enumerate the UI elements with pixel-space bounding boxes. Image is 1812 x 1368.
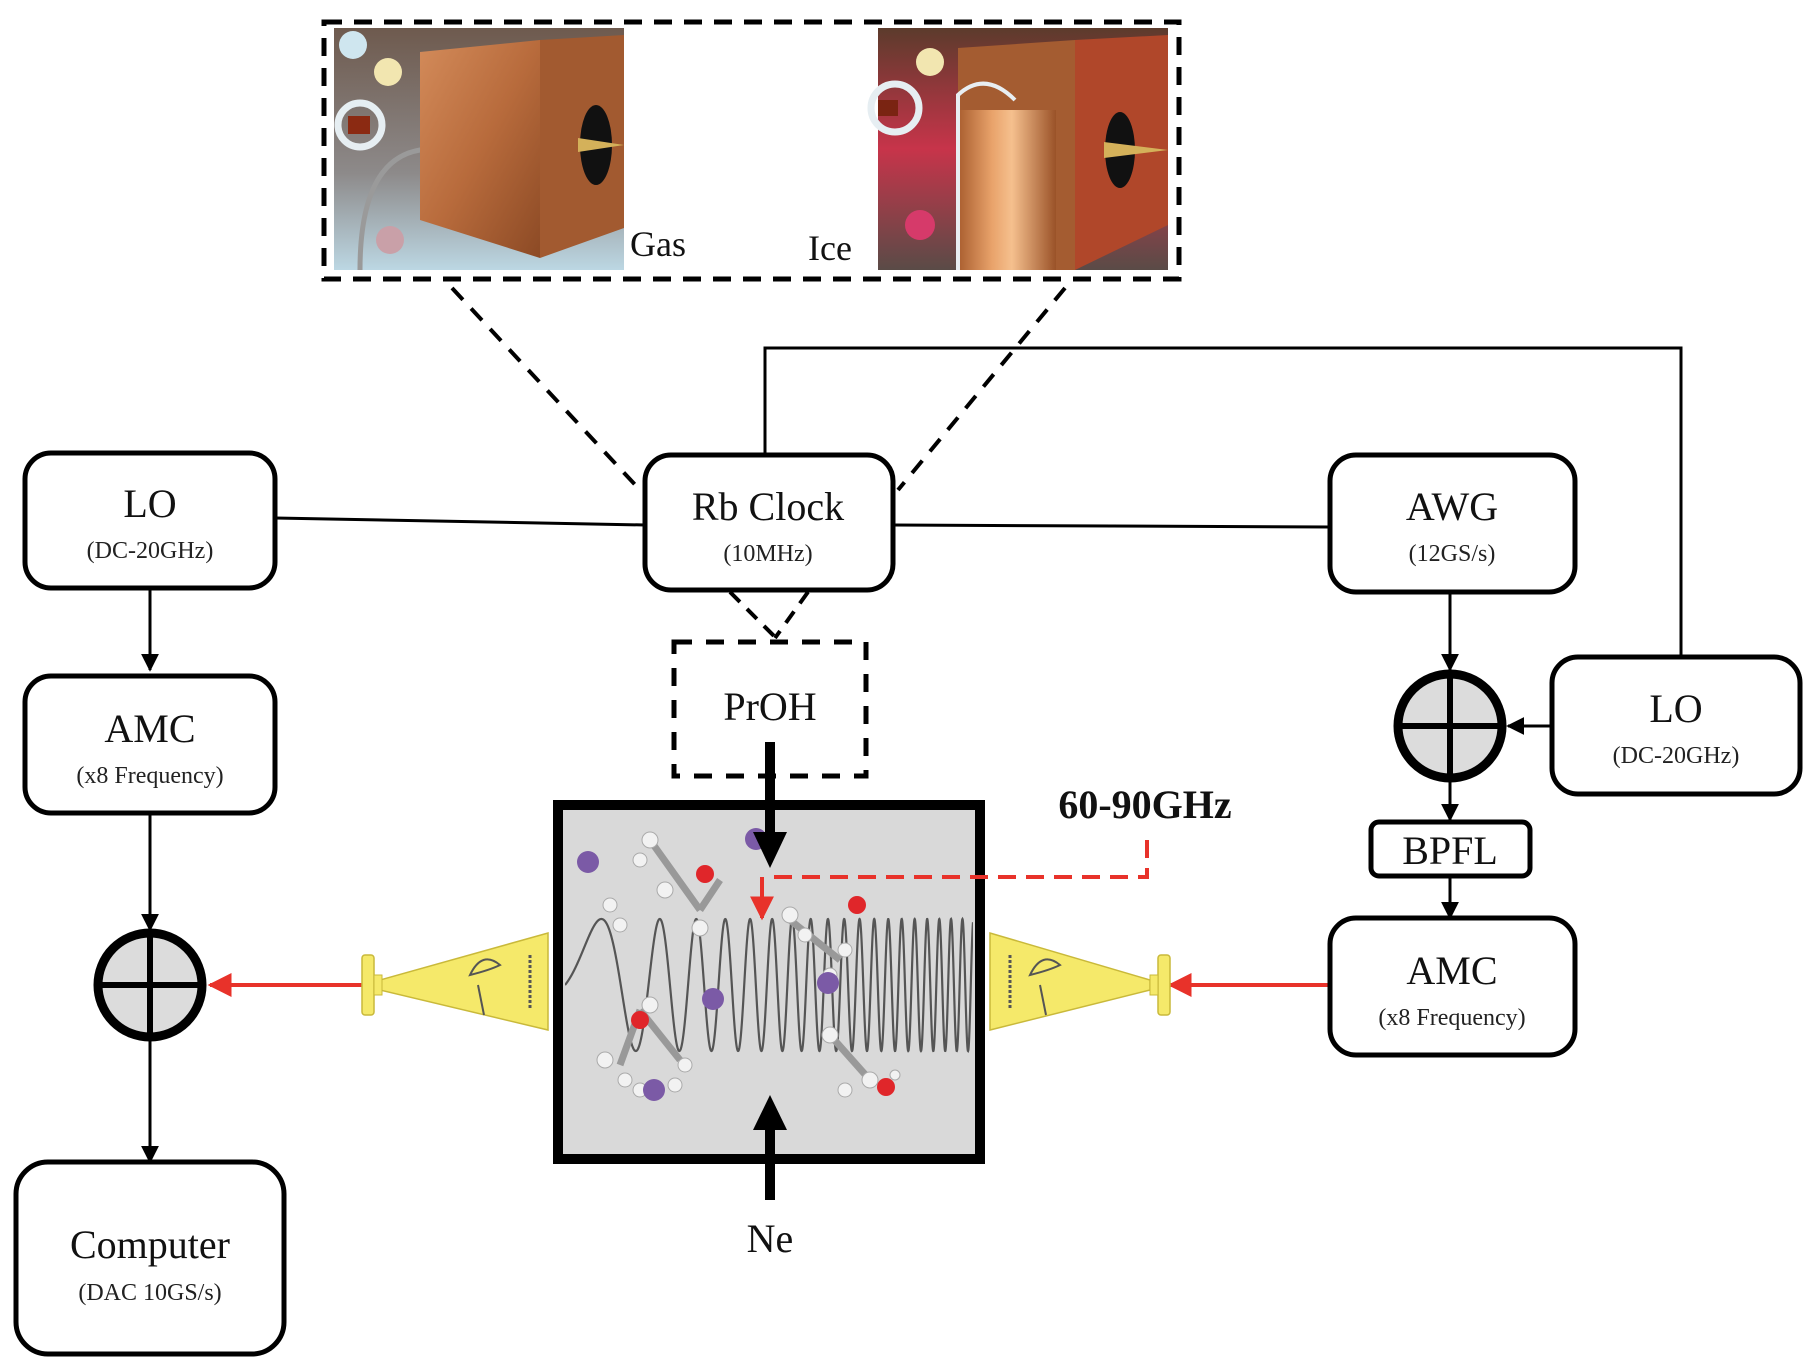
- lo-right-title: LO: [1649, 686, 1702, 731]
- awg-subtitle: (12GS/s): [1409, 541, 1496, 567]
- awg-title: AWG: [1406, 484, 1498, 529]
- dashed-rb-proh-left: [728, 590, 782, 644]
- horn-antenna-right-icon: [989, 931, 1171, 1031]
- block-awg: AWG (12GS/s): [1327, 452, 1578, 595]
- gas-label: Gas: [630, 224, 686, 264]
- computer-subtitle: (DAC 10GS/s): [78, 1280, 221, 1306]
- block-amc-right: AMC (x8 Frequency): [1327, 915, 1578, 1058]
- lo-left-title: LO: [123, 481, 176, 526]
- oxygen-atom: [877, 1078, 895, 1096]
- propanol-molecule: [602, 831, 723, 937]
- amc-right-title: AMC: [1406, 948, 1497, 993]
- bpfl-title: BPFL: [1402, 828, 1498, 873]
- propanol-molecule: [821, 1026, 901, 1098]
- amc-right-subtitle: (x8 Frequency): [1378, 1005, 1525, 1031]
- inset-projection-right: [896, 286, 1067, 492]
- neon-atom: [702, 988, 724, 1010]
- arrow-ne-inlet-head: [753, 1095, 787, 1130]
- frequency-callout-line: [773, 840, 1149, 879]
- neon-atom: [817, 972, 839, 994]
- block-computer: Computer (DAC 10GS/s): [13, 1159, 287, 1357]
- sample-chamber: [553, 800, 985, 1164]
- computer-title: Computer: [70, 1222, 230, 1267]
- block-bpfl: BPFL: [1368, 819, 1533, 879]
- block-lo-left: LO (DC-20GHz): [22, 450, 278, 591]
- arrow-proh-inlet-head: [753, 832, 787, 868]
- block-lo-right: LO (DC-20GHz): [1549, 654, 1803, 797]
- mixer-left-icon: [93, 928, 207, 1042]
- proh-title: PrOH: [723, 684, 816, 729]
- photo-inset: Gas Ice: [321, 19, 1182, 282]
- frequency-label: 60-90GHz: [1058, 782, 1231, 827]
- ice-label: Ice: [808, 228, 852, 268]
- lo-right-subtitle: (DC-20GHz): [1613, 743, 1740, 769]
- amc-left-title: AMC: [104, 706, 195, 751]
- lo-left-subtitle: (DC-20GHz): [87, 538, 214, 564]
- block-rb-clock: Rb Clock (10MHz): [642, 452, 896, 593]
- chirped-wave: [565, 916, 973, 1054]
- rb-clock-title: Rb Clock: [692, 484, 844, 529]
- link-rb-awg: [892, 523, 1331, 529]
- amc-left-subtitle: (x8 Frequency): [76, 763, 223, 789]
- oxygen-atom: [631, 1011, 649, 1029]
- ne-label: Ne: [747, 1216, 794, 1261]
- gas-cell-photo: [334, 28, 624, 271]
- neon-atom: [577, 851, 599, 873]
- horn-antenna-left-icon: [361, 932, 549, 1031]
- oxygen-atom: [696, 865, 714, 883]
- link-rb-lo-left: [274, 516, 646, 527]
- photo-inset-border: [321, 19, 1182, 282]
- dashed-rb-proh-right: [773, 590, 810, 640]
- inset-projection-left: [450, 286, 642, 492]
- link-rb-lo-right: [763, 346, 1683, 662]
- block-amc-left: AMC (x8 Frequency): [22, 673, 278, 816]
- oxygen-atom: [848, 896, 866, 914]
- neon-atom: [643, 1079, 665, 1101]
- rb-clock-subtitle: (10MHz): [723, 541, 812, 567]
- ice-cell-photo: [867, 28, 1168, 270]
- mixer-right-icon: [1393, 669, 1507, 783]
